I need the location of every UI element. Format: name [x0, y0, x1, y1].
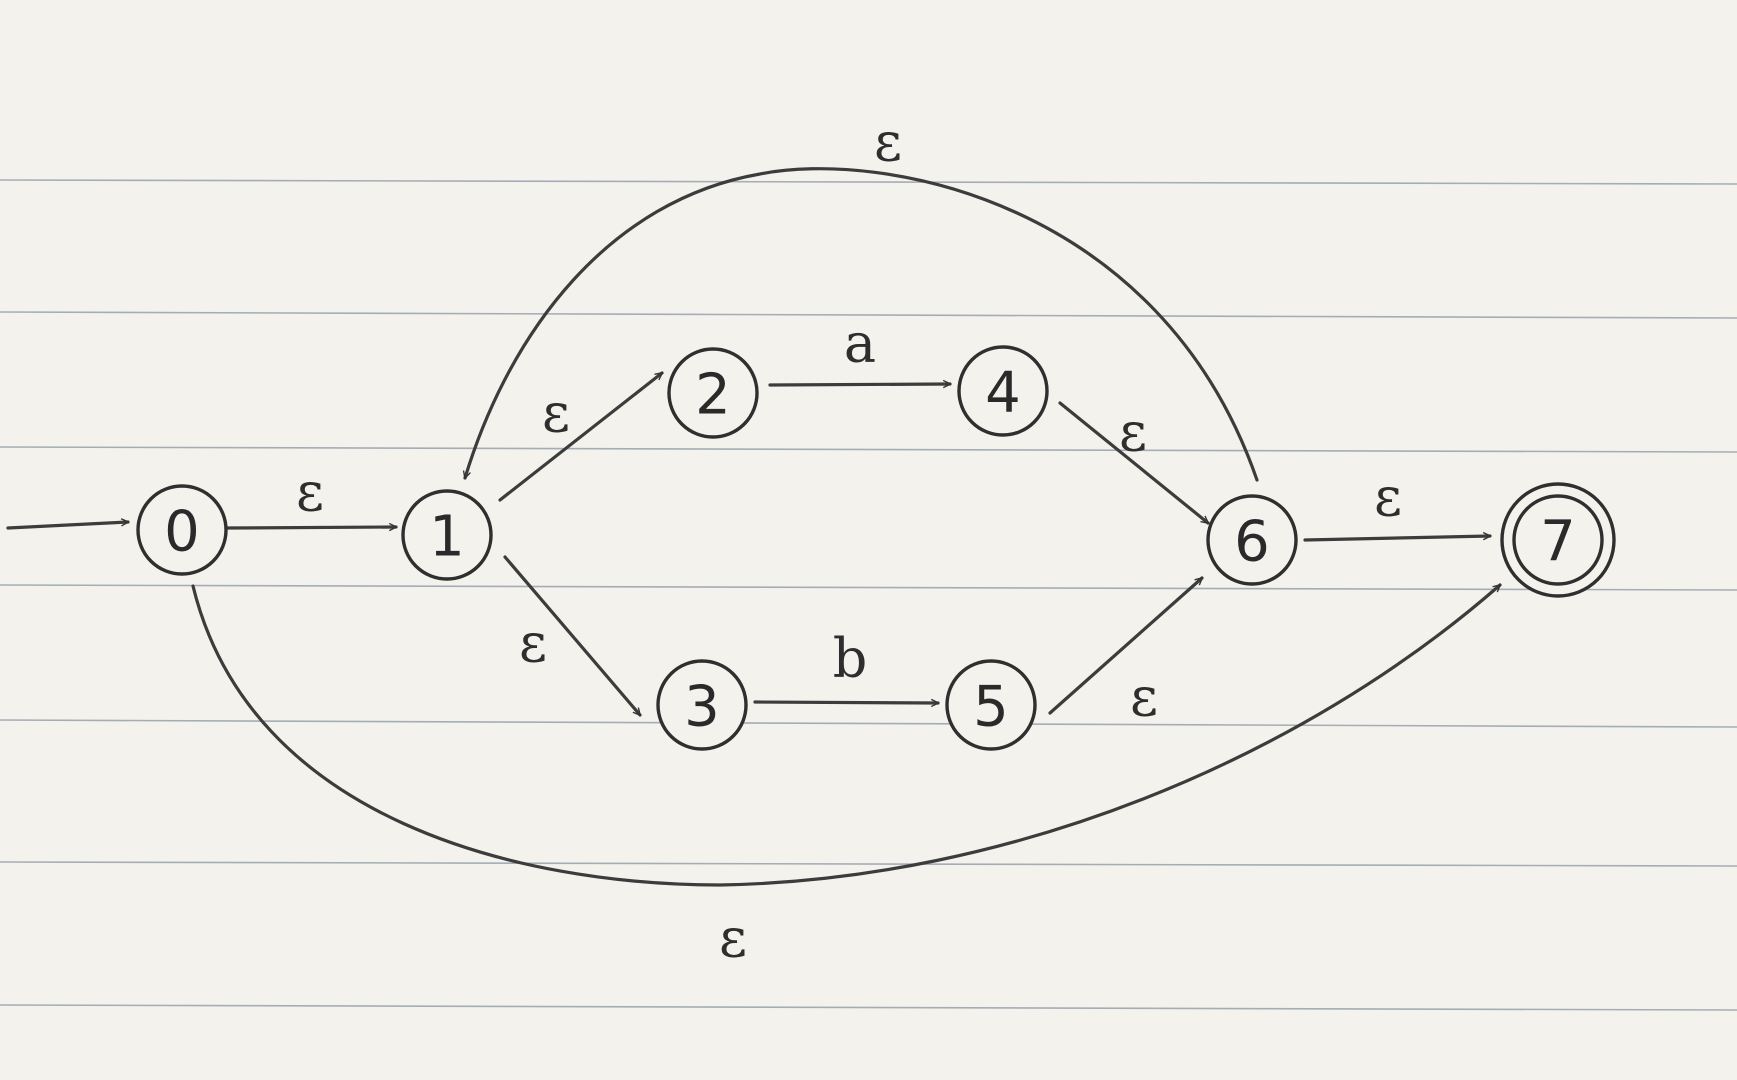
edge-6-to-7 — [1303, 536, 1492, 542]
edge-label-4-to-6: ε — [1119, 401, 1147, 464]
state-fill — [959, 347, 1047, 435]
edge-2-to-4 — [768, 384, 952, 385]
state-0: 0 — [136, 484, 228, 576]
state-fill — [669, 349, 757, 437]
accepting-ring — [1500, 482, 1616, 598]
edge-3-to-5 — [753, 702, 940, 703]
state-4: 4 — [957, 345, 1049, 437]
state-circle — [136, 484, 228, 576]
start-arrow — [6, 522, 130, 530]
edge-label-6-to-1: ε — [874, 111, 902, 174]
state-circle — [1512, 494, 1604, 586]
ruled-line — [0, 446, 1737, 453]
state-label: 5 — [973, 675, 1009, 740]
state-circle — [401, 489, 493, 581]
state-circle — [656, 659, 748, 751]
edge-label-6-to-7: ε — [1374, 466, 1402, 529]
ruled-line — [0, 861, 1737, 867]
edge-0-to-7 — [191, 583, 1502, 887]
state-label: 1 — [429, 505, 465, 570]
state-label: 7 — [1540, 510, 1576, 575]
edge-6-to-1 — [465, 167, 1259, 482]
edge-label-5-to-6: ε — [1130, 666, 1158, 729]
state-label: 4 — [985, 361, 1021, 426]
edge-label-0-to-7: ε — [719, 907, 747, 970]
edge-label-3-to-5: b — [833, 627, 868, 690]
edge-label-1-to-3: ε — [519, 612, 547, 675]
state-2: 2 — [667, 347, 759, 439]
ruled-line — [0, 311, 1737, 319]
state-fill — [947, 661, 1035, 749]
state-circle — [1206, 494, 1298, 586]
edge-4-to-6 — [1058, 401, 1210, 525]
state-1: 1 — [401, 489, 493, 581]
edge-0-to-1 — [226, 527, 398, 528]
edge-5-to-6 — [1048, 576, 1204, 715]
state-label: 0 — [164, 500, 200, 565]
edge-label-1-to-2: ε — [542, 382, 570, 445]
ruled-line — [0, 584, 1737, 591]
state-label: 2 — [695, 363, 731, 428]
state-label: 6 — [1234, 510, 1270, 575]
edge-label-0-to-1: ε — [296, 461, 324, 524]
state-circle — [667, 347, 759, 439]
state-fill — [1502, 484, 1614, 596]
state-fill — [403, 491, 491, 579]
edge-label-2-to-4: a — [844, 312, 876, 375]
state-3: 3 — [656, 659, 748, 751]
ruled-line — [0, 179, 1737, 185]
edge-1-to-2 — [498, 371, 664, 502]
state-circle — [957, 345, 1049, 437]
state-fill — [658, 661, 746, 749]
edge-1-to-3 — [503, 555, 642, 717]
state-6: 6 — [1206, 494, 1298, 586]
ruled-lines — [0, 179, 1737, 1011]
state-7: 7 — [1500, 482, 1616, 598]
ruled-line — [0, 719, 1737, 728]
state-fill — [1208, 496, 1296, 584]
ruled-line — [0, 1004, 1737, 1011]
state-fill — [138, 486, 226, 574]
state-circle — [945, 659, 1037, 751]
state-label: 3 — [684, 675, 720, 740]
state-5: 5 — [945, 659, 1037, 751]
